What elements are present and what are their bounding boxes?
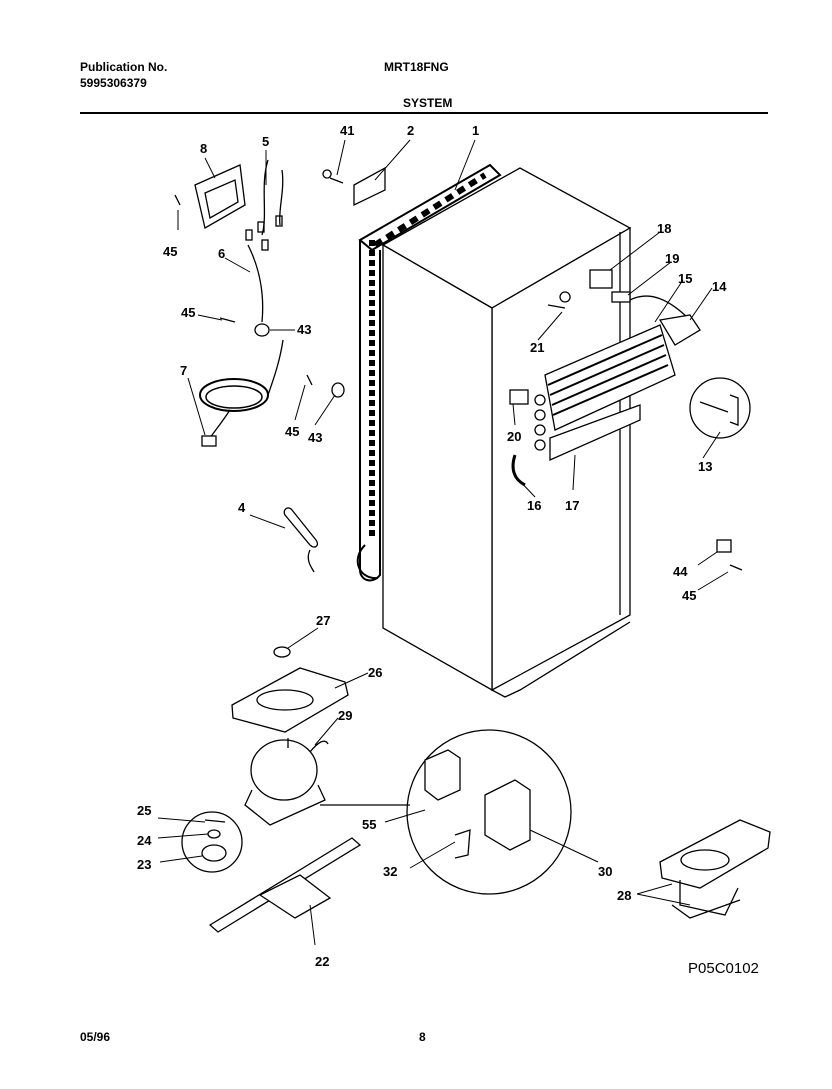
model-number: MRT18FNG [384,60,449,74]
callout-5: 5 [262,134,269,149]
callout-22: 22 [315,954,329,969]
thermostat [589,269,691,321]
screw-45-d [729,564,743,571]
screw-45-a [174,194,181,206]
drain-pan [231,667,349,733]
callout-27: 27 [316,613,330,628]
publication-number: 5995306379 [80,76,147,90]
screw-45-b [219,317,236,323]
callout-32: 32 [383,864,397,879]
switch-part [509,389,529,405]
callout-21: 21 [530,340,544,355]
callout-43a: 43 [297,322,311,337]
callout-45a: 45 [163,244,177,259]
callout-45c: 45 [285,424,299,439]
callout-18: 18 [657,221,671,236]
callout-4: 4 [238,500,246,515]
callout-7: 7 [180,363,187,378]
callout-6: 6 [218,246,225,261]
callout-24: 24 [137,833,152,848]
callout-8: 8 [200,141,207,156]
page-number: 8 [419,1030,426,1044]
callout-29: 29 [338,708,352,723]
callout-45d: 45 [682,588,696,603]
clamp-43-a [254,323,270,337]
clamp-44 [716,539,732,553]
callout-41: 41 [340,123,354,138]
screw-45-c [306,374,313,386]
callout-17: 17 [565,498,579,513]
base-rail [208,837,362,933]
clamp-43-b [331,382,345,398]
callout-26: 26 [368,665,382,680]
publication-date: 05/96 [80,1030,111,1044]
header-rule [80,112,768,114]
leader-lines [157,139,729,946]
callout-45b: 45 [181,305,195,320]
callout-55: 55 [362,817,376,832]
nut-27 [273,646,291,658]
callout-2: 2 [407,123,414,138]
callout-43b: 43 [308,430,322,445]
screw-41 [322,169,344,184]
compressor-assembly [659,819,771,919]
callout-labels: 1 2 41 5 8 6 45 45 43 7 45 43 4 27 26 29… [137,123,727,969]
diagram-code: P05C0102 [688,960,759,977]
callout-25: 25 [137,803,151,818]
drier [283,507,319,548]
callout-14: 14 [712,279,727,294]
callout-16: 16 [527,498,541,513]
power-cord [199,339,284,447]
callout-19: 19 [665,251,679,266]
section-title: SYSTEM [403,96,453,110]
callout-15: 15 [678,271,692,286]
wiring-harness [245,159,284,323]
callout-30: 30 [598,864,612,879]
callout-20: 20 [507,429,521,444]
callout-28: 28 [617,888,631,903]
condenser-coil [356,163,502,582]
evaporator [534,324,676,462]
defrost-heater [658,314,701,346]
callout-23: 23 [137,857,151,872]
compressor [244,738,329,826]
relay-detail-circle [320,729,572,895]
callout-1: 1 [472,123,479,138]
publication-label: Publication No. [80,60,168,74]
screw-part [547,291,571,309]
drain-detail-circle [689,377,751,439]
callout-44: 44 [673,564,688,579]
refrigerator-cabinet [381,167,632,698]
callout-13: 13 [698,459,712,474]
